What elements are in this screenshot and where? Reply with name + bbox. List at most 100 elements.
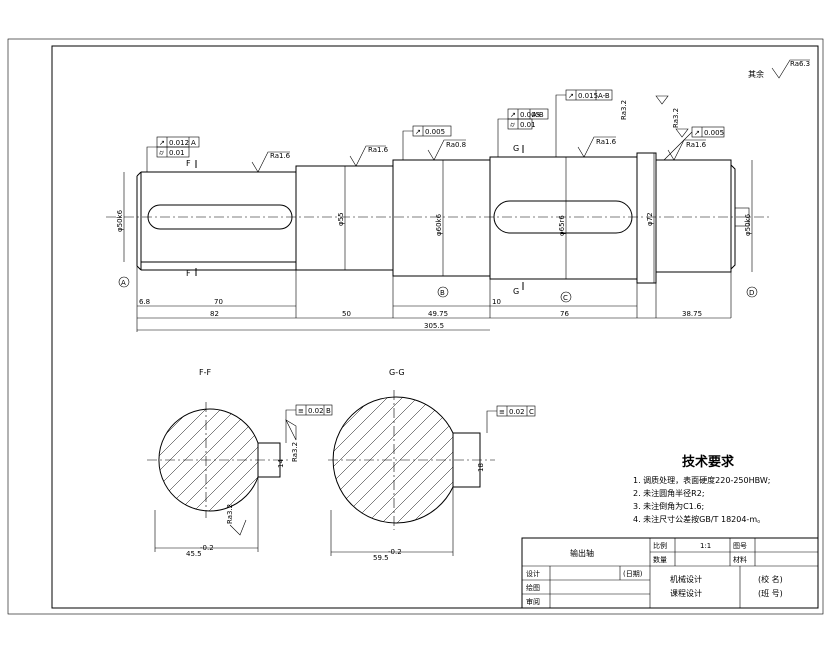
svg-text:G: G bbox=[513, 144, 519, 153]
svg-text:0.02: 0.02 bbox=[509, 408, 525, 416]
surface-note: 其余 Ra6.3 bbox=[748, 59, 810, 79]
svg-text:70: 70 bbox=[214, 298, 223, 306]
svg-text:技术要求: 技术要求 bbox=[682, 454, 735, 470]
svg-text:Ra3.2: Ra3.2 bbox=[672, 108, 680, 128]
roughness-symbols: Ra1.6 Ra1.6 Ra0.8 Ra1.6 Ra1.6 Ra3.2 Ra3.… bbox=[251, 95, 707, 173]
svg-text:-0.2: -0.2 bbox=[388, 548, 402, 556]
svg-text:材料: 材料 bbox=[733, 555, 747, 564]
svg-text:课程设计: 课程设计 bbox=[670, 588, 702, 598]
svg-text:Ra1.6: Ra1.6 bbox=[686, 141, 707, 149]
svg-text:F-F: F-F bbox=[199, 368, 211, 377]
svg-text:0.005: 0.005 bbox=[425, 128, 445, 136]
svg-text:F: F bbox=[186, 269, 191, 278]
svg-text:Ra1.6: Ra1.6 bbox=[270, 152, 291, 160]
svg-text:Ra1.6: Ra1.6 bbox=[368, 146, 389, 154]
svg-text:0.01: 0.01 bbox=[169, 149, 185, 157]
datum-markers: A B C D bbox=[118, 276, 758, 303]
tolerance-frame: ↗ 0.005 bbox=[663, 126, 725, 161]
svg-text:⌭: ⌭ bbox=[510, 121, 515, 129]
svg-text:Ra3.2: Ra3.2 bbox=[291, 442, 299, 462]
svg-text:↗: ↗ bbox=[510, 111, 516, 119]
svg-text:Ra3.2: Ra3.2 bbox=[226, 504, 234, 524]
svg-text:(校 名): (校 名) bbox=[758, 574, 783, 584]
svg-text:2. 未注圆角半径R2;: 2. 未注圆角半径R2; bbox=[633, 488, 705, 498]
svg-text:设计: 设计 bbox=[526, 569, 540, 578]
svg-text:0.005: 0.005 bbox=[520, 111, 540, 119]
section-marks: F F G G bbox=[186, 144, 524, 296]
svg-text:其余: 其余 bbox=[748, 69, 764, 79]
diameter-dims: φ50k6 φ55 φ60k6 φ65r6 φ72 φ50k6 bbox=[116, 153, 753, 283]
svg-text:D: D bbox=[749, 289, 754, 297]
svg-text:≡: ≡ bbox=[499, 408, 505, 416]
svg-text:B: B bbox=[440, 289, 445, 297]
svg-text:Ra6.3: Ra6.3 bbox=[790, 60, 810, 68]
svg-text:φ55: φ55 bbox=[337, 212, 345, 226]
svg-text:↗: ↗ bbox=[568, 92, 574, 100]
svg-text:Ra3.2: Ra3.2 bbox=[620, 100, 628, 120]
section-g-hatch bbox=[333, 397, 453, 524]
svg-text:-0.2: -0.2 bbox=[200, 544, 214, 552]
svg-text:C: C bbox=[563, 294, 568, 302]
svg-text:φ60k6: φ60k6 bbox=[435, 213, 443, 236]
svg-text:≡: ≡ bbox=[298, 407, 304, 415]
svg-text:数量: 数量 bbox=[653, 555, 667, 564]
svg-text:输出轴: 输出轴 bbox=[570, 548, 594, 558]
svg-text:76: 76 bbox=[560, 310, 569, 318]
svg-text:Ra1.6: Ra1.6 bbox=[596, 138, 617, 146]
svg-text:A-B: A-B bbox=[532, 111, 544, 119]
svg-text:C: C bbox=[529, 408, 534, 416]
svg-text:49.75: 49.75 bbox=[428, 310, 448, 318]
svg-text:G-G: G-G bbox=[389, 368, 405, 377]
svg-text:38.75: 38.75 bbox=[682, 310, 702, 318]
svg-text:0.005: 0.005 bbox=[704, 129, 724, 137]
svg-text:0.012: 0.012 bbox=[169, 139, 189, 147]
svg-text:45.5: 45.5 bbox=[186, 550, 202, 558]
svg-text:G: G bbox=[513, 287, 519, 296]
svg-text:(班 号): (班 号) bbox=[758, 588, 783, 598]
svg-text:14: 14 bbox=[277, 459, 285, 468]
svg-text:A: A bbox=[191, 139, 196, 147]
svg-text:A-B: A-B bbox=[598, 92, 610, 100]
svg-text:0.01: 0.01 bbox=[520, 121, 536, 129]
svg-text:305.5: 305.5 bbox=[424, 322, 444, 330]
tech-requirements: 技术要求 1. 调质处理，表面硬度220-250HBW; 2. 未注圆角半径R2… bbox=[633, 454, 770, 524]
svg-text:图号: 图号 bbox=[733, 542, 747, 550]
axial-dims: 6.8 70 10 49.75 82 50 76 38.75 305.5 bbox=[136, 262, 732, 332]
svg-text:18: 18 bbox=[477, 463, 485, 472]
svg-text:φ65r6: φ65r6 bbox=[558, 215, 566, 236]
svg-text:φ72: φ72 bbox=[646, 212, 654, 226]
svg-text:⌭: ⌭ bbox=[159, 149, 164, 157]
svg-text:6.8: 6.8 bbox=[139, 298, 150, 306]
section-g: G-G 59.5 -0.2 18 ≡ 0.02 C bbox=[328, 368, 536, 562]
svg-text:机械设计: 机械设计 bbox=[670, 574, 702, 584]
tolerance-frame: ↗ 0.005 bbox=[402, 125, 452, 160]
svg-text:50: 50 bbox=[342, 310, 351, 318]
svg-text:审阅: 审阅 bbox=[526, 597, 540, 606]
svg-text:φ50k6: φ50k6 bbox=[116, 209, 124, 232]
svg-text:10: 10 bbox=[492, 298, 501, 306]
svg-text:↗: ↗ bbox=[415, 128, 421, 136]
svg-text:F: F bbox=[186, 159, 191, 168]
svg-text:1:1: 1:1 bbox=[700, 542, 711, 550]
section-f-hatch bbox=[158, 409, 258, 511]
svg-text:φ50k6: φ50k6 bbox=[744, 213, 752, 236]
svg-text:比例: 比例 bbox=[653, 541, 667, 550]
svg-text:82: 82 bbox=[210, 310, 219, 318]
svg-text:B: B bbox=[326, 407, 331, 415]
svg-text:Ra0.8: Ra0.8 bbox=[446, 141, 466, 149]
svg-text:绘图: 绘图 bbox=[526, 583, 540, 592]
svg-text:3. 未注倒角为C1.6;: 3. 未注倒角为C1.6; bbox=[633, 501, 704, 511]
svg-text:0.015: 0.015 bbox=[578, 92, 598, 100]
svg-text:4. 未注尺寸公差按GB/T 18204-m。: 4. 未注尺寸公差按GB/T 18204-m。 bbox=[633, 514, 765, 524]
title-block: 输出轴 比例 1:1 图号 数量 材料 设计 (日期) 绘图 审阅 机械设计 课… bbox=[521, 537, 819, 609]
svg-text:↗: ↗ bbox=[694, 129, 700, 137]
inner-frame bbox=[51, 45, 819, 609]
svg-text:0.02: 0.02 bbox=[308, 407, 324, 415]
svg-text:59.5: 59.5 bbox=[373, 554, 389, 562]
